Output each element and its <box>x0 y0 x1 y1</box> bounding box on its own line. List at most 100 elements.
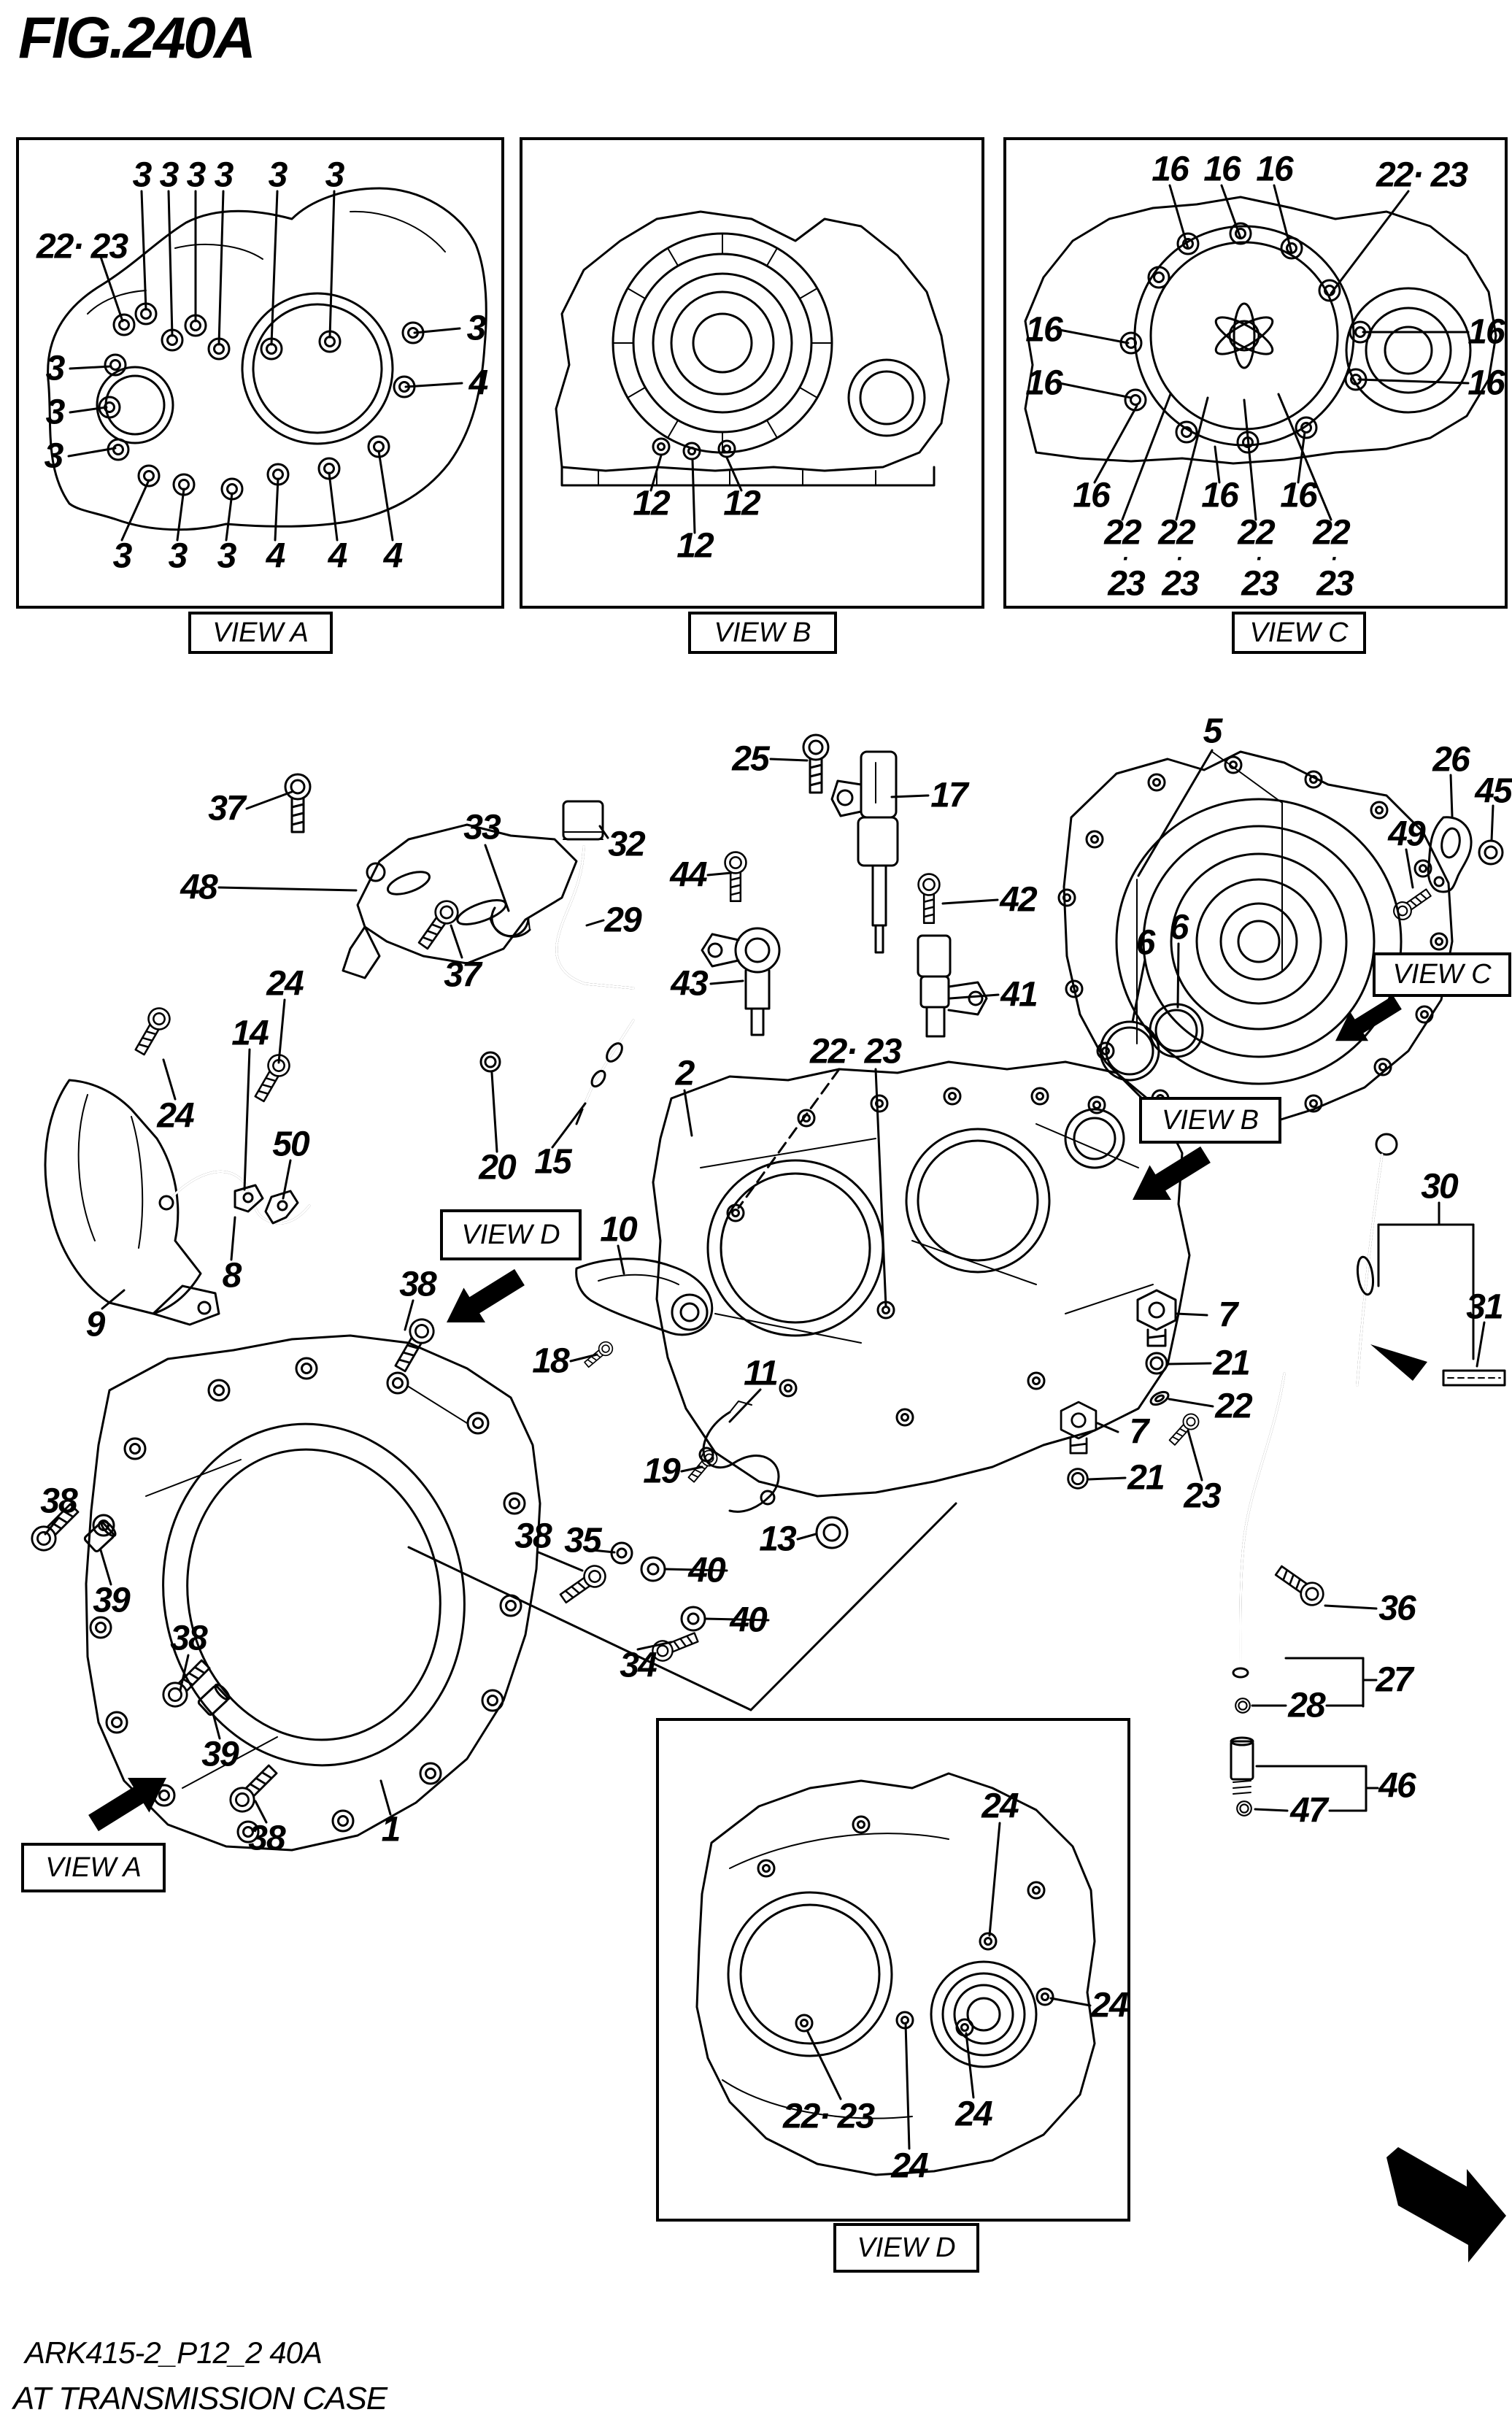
part-number-callout: 21 <box>1127 1458 1165 1498</box>
part-number-callout: 3 <box>214 155 234 195</box>
part-number-callout: 23 <box>1108 564 1145 604</box>
leader-line <box>1405 848 1414 889</box>
part-number-callout: 22· 23 <box>809 1032 902 1071</box>
leader-line <box>1490 804 1494 842</box>
part-number-callout: 33 <box>463 808 501 847</box>
leader-line <box>328 190 336 339</box>
leader-line <box>706 871 733 877</box>
oring-28 <box>1235 1698 1251 1714</box>
part-number-callout: 16 <box>1203 150 1241 189</box>
transmission-case-drawing <box>652 1060 1191 1498</box>
part-number-callout: 16 <box>1152 150 1189 189</box>
leader-line <box>484 844 510 912</box>
part-number-callout: 16 <box>1280 476 1317 515</box>
part-number-callout: 24 <box>1091 1986 1128 2025</box>
part-number-callout: 37 <box>444 955 481 995</box>
part-number-callout: 16 <box>1025 363 1062 403</box>
part-number-callout: 3 <box>268 155 288 195</box>
leader-line <box>277 998 286 1064</box>
leader-line <box>988 1822 1001 1937</box>
part-number-callout: 4 <box>328 536 348 576</box>
part-number-callout: 4 <box>468 363 489 403</box>
clamp-33 <box>489 906 531 938</box>
part-number-callout: 49 <box>1388 814 1425 854</box>
leader-line <box>664 1568 728 1572</box>
oring-21b <box>1067 1468 1089 1490</box>
part-number-callout: 37 <box>208 789 245 828</box>
view-a-arrow-icon <box>87 1776 168 1833</box>
part-number-callout: 38 <box>40 1482 77 1521</box>
leader-line <box>176 488 185 542</box>
leader-line <box>243 1048 251 1191</box>
leader-line <box>1175 1312 1208 1317</box>
bolt-44 <box>724 851 747 902</box>
leader-line <box>450 924 463 959</box>
gasket-26 <box>1427 816 1473 893</box>
bracket-48 <box>342 823 578 979</box>
part-number-callout: 40 <box>688 1551 725 1590</box>
part-number-callout: 10 <box>600 1210 637 1249</box>
part-number-callout: 23 <box>1184 1476 1221 1516</box>
part-number-callout: 30 <box>1421 1167 1458 1206</box>
filler-tube-27 <box>1232 1372 1286 1679</box>
leader-line <box>377 450 394 542</box>
bolt-42 <box>917 873 941 924</box>
part-number-callout: 3 <box>132 155 153 195</box>
part-number-callout: 38 <box>248 1819 285 1858</box>
part-number-callout: 24 <box>955 2095 992 2134</box>
leader-line <box>598 825 609 839</box>
bolt-38b <box>556 1560 611 1609</box>
part-number-callout: 24 <box>891 2146 928 2186</box>
leader-line <box>167 190 174 337</box>
oring-20 <box>479 1051 501 1073</box>
part-number-callout: 3 <box>168 536 188 576</box>
leader-line <box>890 794 930 798</box>
part-number-callout: 41 <box>1000 975 1038 1014</box>
leader-line <box>728 1388 762 1423</box>
part-number-callout: 12 <box>676 526 714 566</box>
leader-line <box>1137 749 1214 877</box>
leader-line <box>1324 1604 1378 1610</box>
leader-line <box>965 2032 975 2099</box>
washer-22b <box>1149 1390 1170 1406</box>
leader-line <box>1476 1321 1486 1368</box>
view-b-panel <box>520 137 984 609</box>
breather-tube-32-29 <box>555 800 635 990</box>
view-d-arrow-icon <box>445 1268 526 1324</box>
leader-line <box>1168 184 1189 250</box>
bolt-37b <box>413 895 463 953</box>
leader-line <box>67 447 117 458</box>
bolt-49 <box>1389 885 1435 924</box>
leader-line <box>217 886 358 892</box>
figure-name: AT TRANSMISSION CASE <box>13 2381 387 2416</box>
oring-47 <box>1236 1800 1252 1817</box>
leader-line <box>1049 1997 1092 2007</box>
view-label-view-c: VIEW C <box>1232 612 1366 654</box>
part-number-callout: 24 <box>981 1787 1019 1826</box>
case-half-drawing <box>85 1334 541 1852</box>
leader-line <box>703 1617 770 1622</box>
converter-cover-drawing <box>1057 750 1454 1130</box>
leader-line <box>1058 382 1133 399</box>
leader-line <box>245 790 293 810</box>
plug-40a <box>640 1556 666 1582</box>
leader-line <box>769 758 809 762</box>
part-number-callout: 16 <box>1256 150 1293 189</box>
part-number-callout: 44 <box>670 855 707 895</box>
part-number-callout: 46 <box>1378 1766 1416 1806</box>
leader-line <box>69 406 108 414</box>
screw-18 <box>582 1338 616 1371</box>
part-number-callout: 6 <box>1169 908 1189 947</box>
part-number-callout: 43 <box>671 964 708 1004</box>
leader-line <box>1096 1422 1119 1433</box>
leader-line <box>1357 378 1470 385</box>
part-number-callout: 23 <box>1162 564 1199 604</box>
leader-line <box>1449 774 1454 817</box>
part-number-callout: 42 <box>1000 880 1037 920</box>
view-c-panel-drawing <box>1024 196 1497 465</box>
leader-line <box>649 454 663 492</box>
part-number-callout: 17 <box>930 776 968 815</box>
leader-line <box>725 456 743 492</box>
